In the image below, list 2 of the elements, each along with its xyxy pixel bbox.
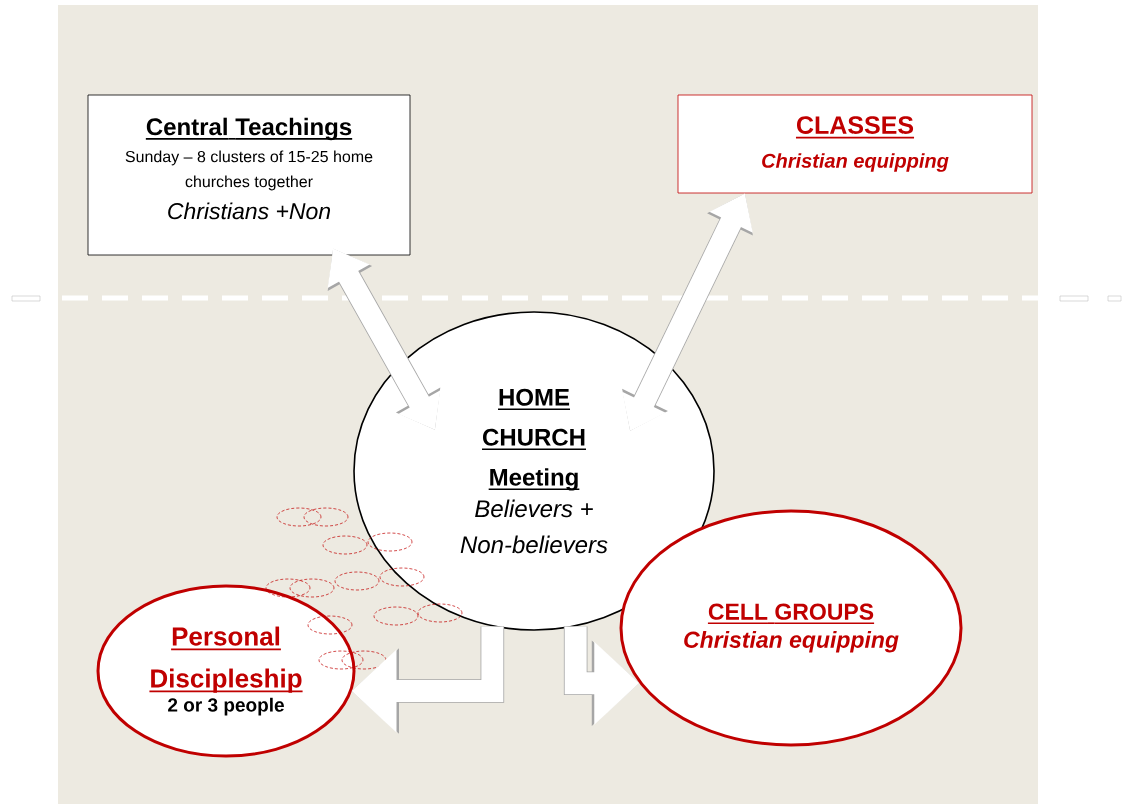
text-box: Central Teachings Sunday – 8 clusters of 15-25 home churches together Christians +Non — [87, 94, 411, 256]
text-box: CLASSES Christian equipping — [677, 94, 1033, 194]
